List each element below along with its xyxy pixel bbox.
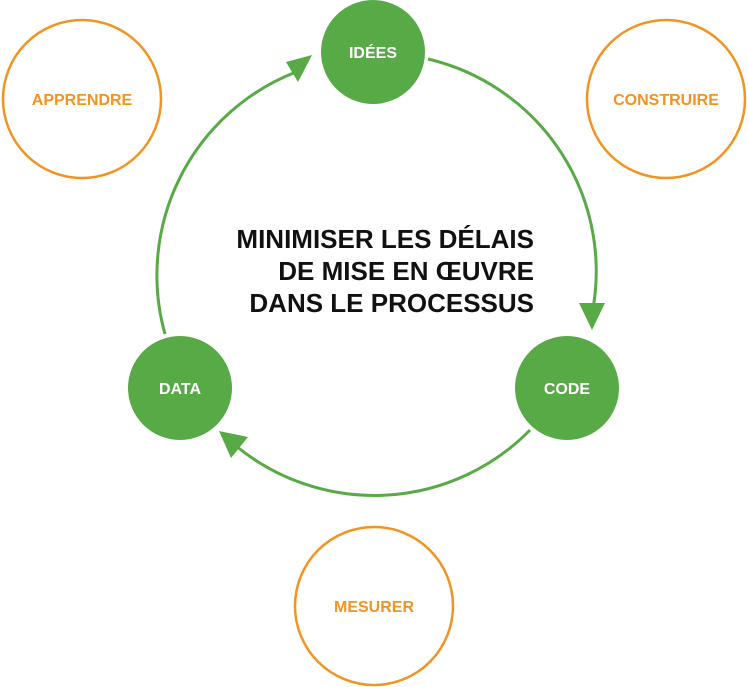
node-ideas: IDÉES [321,0,425,104]
node-code-label: CODE [544,381,591,398]
phase-learn-label: APPRENDRE [32,92,133,109]
phase-measure-label: MESURER [334,599,414,616]
center-line-3: DANS LE PROCESSUS [249,288,534,318]
arrowheads [219,55,605,458]
arrowhead-to-code [579,303,605,330]
phase-learn: APPRENDRE [1,18,163,180]
arrow-ideas-to-code [427,57,598,315]
node-data-label: DATA [159,381,202,398]
cycle-arrows [155,57,598,497]
arrow-code-to-data [235,428,532,497]
arrowhead-to-data [219,431,248,458]
center-line-1: MINIMISER LES DÉLAIS [236,224,534,254]
phase-build: CONSTRUIRE [585,18,747,180]
center-statement: MINIMISER LES DÉLAIS DE MISE EN ŒUVRE DA… [236,224,534,318]
node-ideas-label: IDÉES [349,43,397,62]
arrow-data-to-ideas [155,70,297,335]
node-data: DATA [128,336,232,440]
node-code: CODE [515,336,619,440]
arrowhead-to-ideas [286,55,312,82]
phase-build-label: CONSTRUIRE [613,92,719,109]
phase-measure: MESURER [293,525,455,687]
center-line-2: DE MISE EN ŒUVRE [278,256,534,286]
